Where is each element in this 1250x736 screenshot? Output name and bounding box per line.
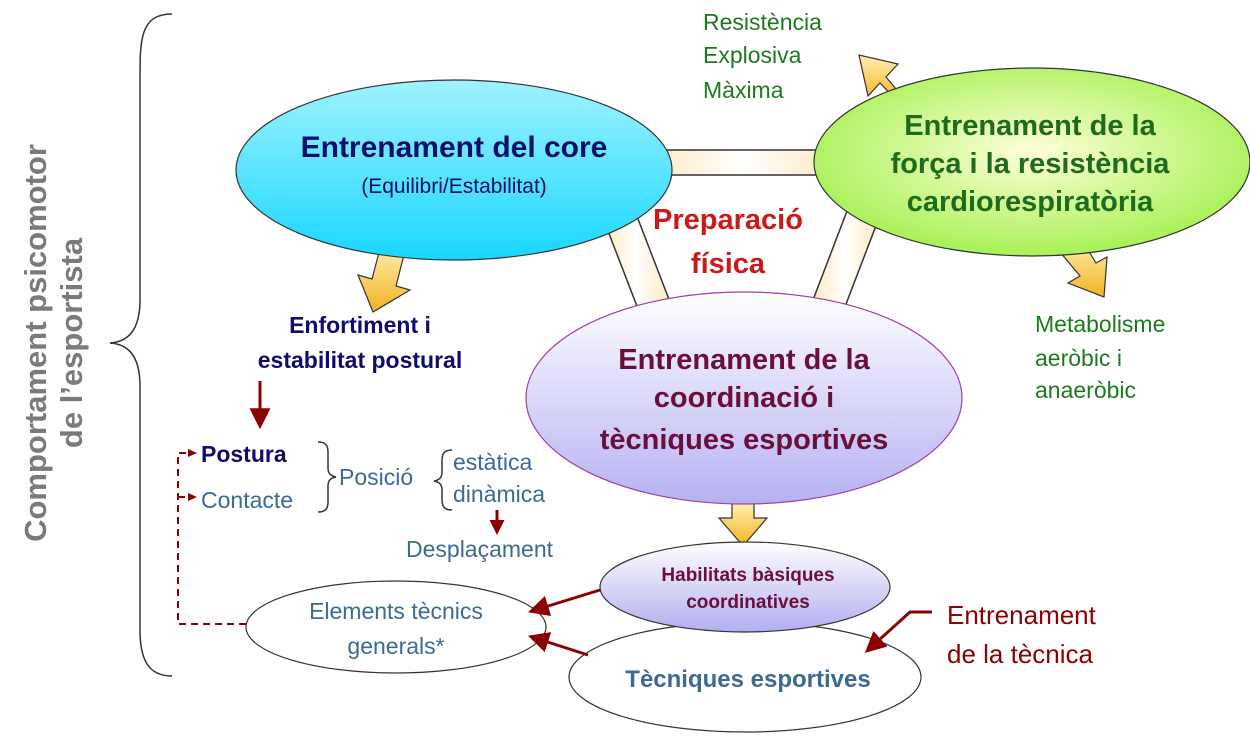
postura-label: Postura [201,441,287,467]
coordination-line3: tècniques esportives [600,424,889,456]
core-subtitle: (Equilibri/Estabilitat) [361,175,547,198]
strength-line3: cardiorespiratòria [907,186,1154,218]
dashed-arrowhead-contacte [188,493,197,501]
strength-type-0: Resistència [703,9,822,35]
coordination-line2: coordinació i [654,382,834,414]
left-brace [109,13,173,677]
habilitats-line1: Habilitats bàsiques [661,565,834,586]
dashed-arrowhead-postura [188,449,197,457]
habilitats-line2: coordinatives [686,592,810,613]
coordination-line1: Entrenament de la [618,344,870,376]
estatica-label: estàtica [453,449,532,475]
postural-line1: Enfortiment i [289,312,431,338]
brace-estatica-dinamica [433,449,453,511]
arrow-habilitats-elements [527,588,601,617]
metabolism-line2: aeròbic i [1035,345,1122,371]
arrow-tecniques-elements [528,632,589,657]
strength-line1: Entrenament de la [904,110,1156,142]
metabolism-line3: anaeròbic [1035,377,1136,403]
dashed-feedback-loop [177,452,246,625]
arrow-coordination-down [717,502,769,547]
center-label-line1: Preparació [653,204,803,236]
arrow-tecnica-training [864,610,932,653]
postural-line2: estabilitat postural [258,347,462,373]
metabolism-line1: Metabolisme [1035,311,1165,337]
brace-postura-contacte [317,441,337,513]
tecnica-training-line1: Entrenament [947,600,1097,630]
contacte-label: Contacte [201,487,293,513]
elements-ellipse [245,580,547,674]
coordination-ellipse [525,291,963,505]
strength-type-2: Màxima [703,77,784,103]
elements-line2: generals* [347,633,444,659]
strength-ellipse [813,67,1250,257]
elements-line1: Elements tècnics [309,598,483,624]
desplacament-label: Desplaçament [406,536,554,562]
habilitats-ellipse [599,541,891,633]
dinamica-label: dinàmica [453,481,545,507]
core-ellipse [235,79,673,261]
tecnica-training-line2: de la tècnica [947,639,1094,669]
posicio-label: Posició [339,464,413,490]
strength-line2: força i la resistència [891,148,1171,180]
strength-type-1: Explosiva [703,42,802,68]
side-label: Comportament psicomotor de l’esportista [18,144,89,542]
core-title: Entrenament del core [301,131,608,164]
tecniques-label: Tècniques esportives [625,666,870,693]
side-label-line1: Comportament psicomotor [18,144,53,542]
side-label-line2: de l’esportista [54,237,89,448]
center-label-line2: física [691,248,766,280]
